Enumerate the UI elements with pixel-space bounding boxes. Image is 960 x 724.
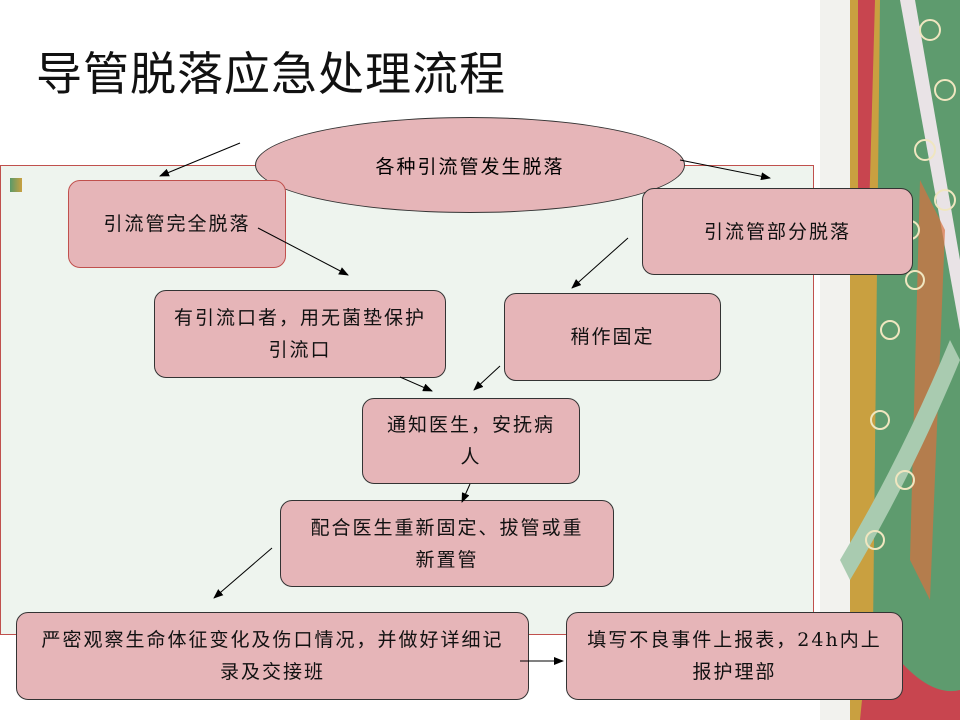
node-complete-dislodge: 引流管完全脱落 — [68, 180, 286, 268]
node-temporary-fix: 稍作固定 — [504, 293, 721, 381]
node-protect-opening: 有引流口者，用无菌垫保护引流口 — [154, 290, 446, 378]
node-observe-record: 严密观察生命体征变化及伤口情况，并做好详细记录及交接班 — [16, 612, 529, 700]
node-start: 各种引流管发生脱落 — [255, 117, 685, 213]
node-partial-dislodge: 引流管部分脱落 — [642, 188, 913, 275]
slide-icon — [10, 178, 22, 192]
node-assist-doctor: 配合医生重新固定、拔管或重新置管 — [280, 500, 614, 587]
node-notify-doctor: 通知医生，安抚病人 — [362, 398, 580, 484]
node-report: 填写不良事件上报表，24h内上报护理部 — [566, 612, 903, 700]
page-title: 导管脱落应急处理流程 — [36, 47, 506, 101]
